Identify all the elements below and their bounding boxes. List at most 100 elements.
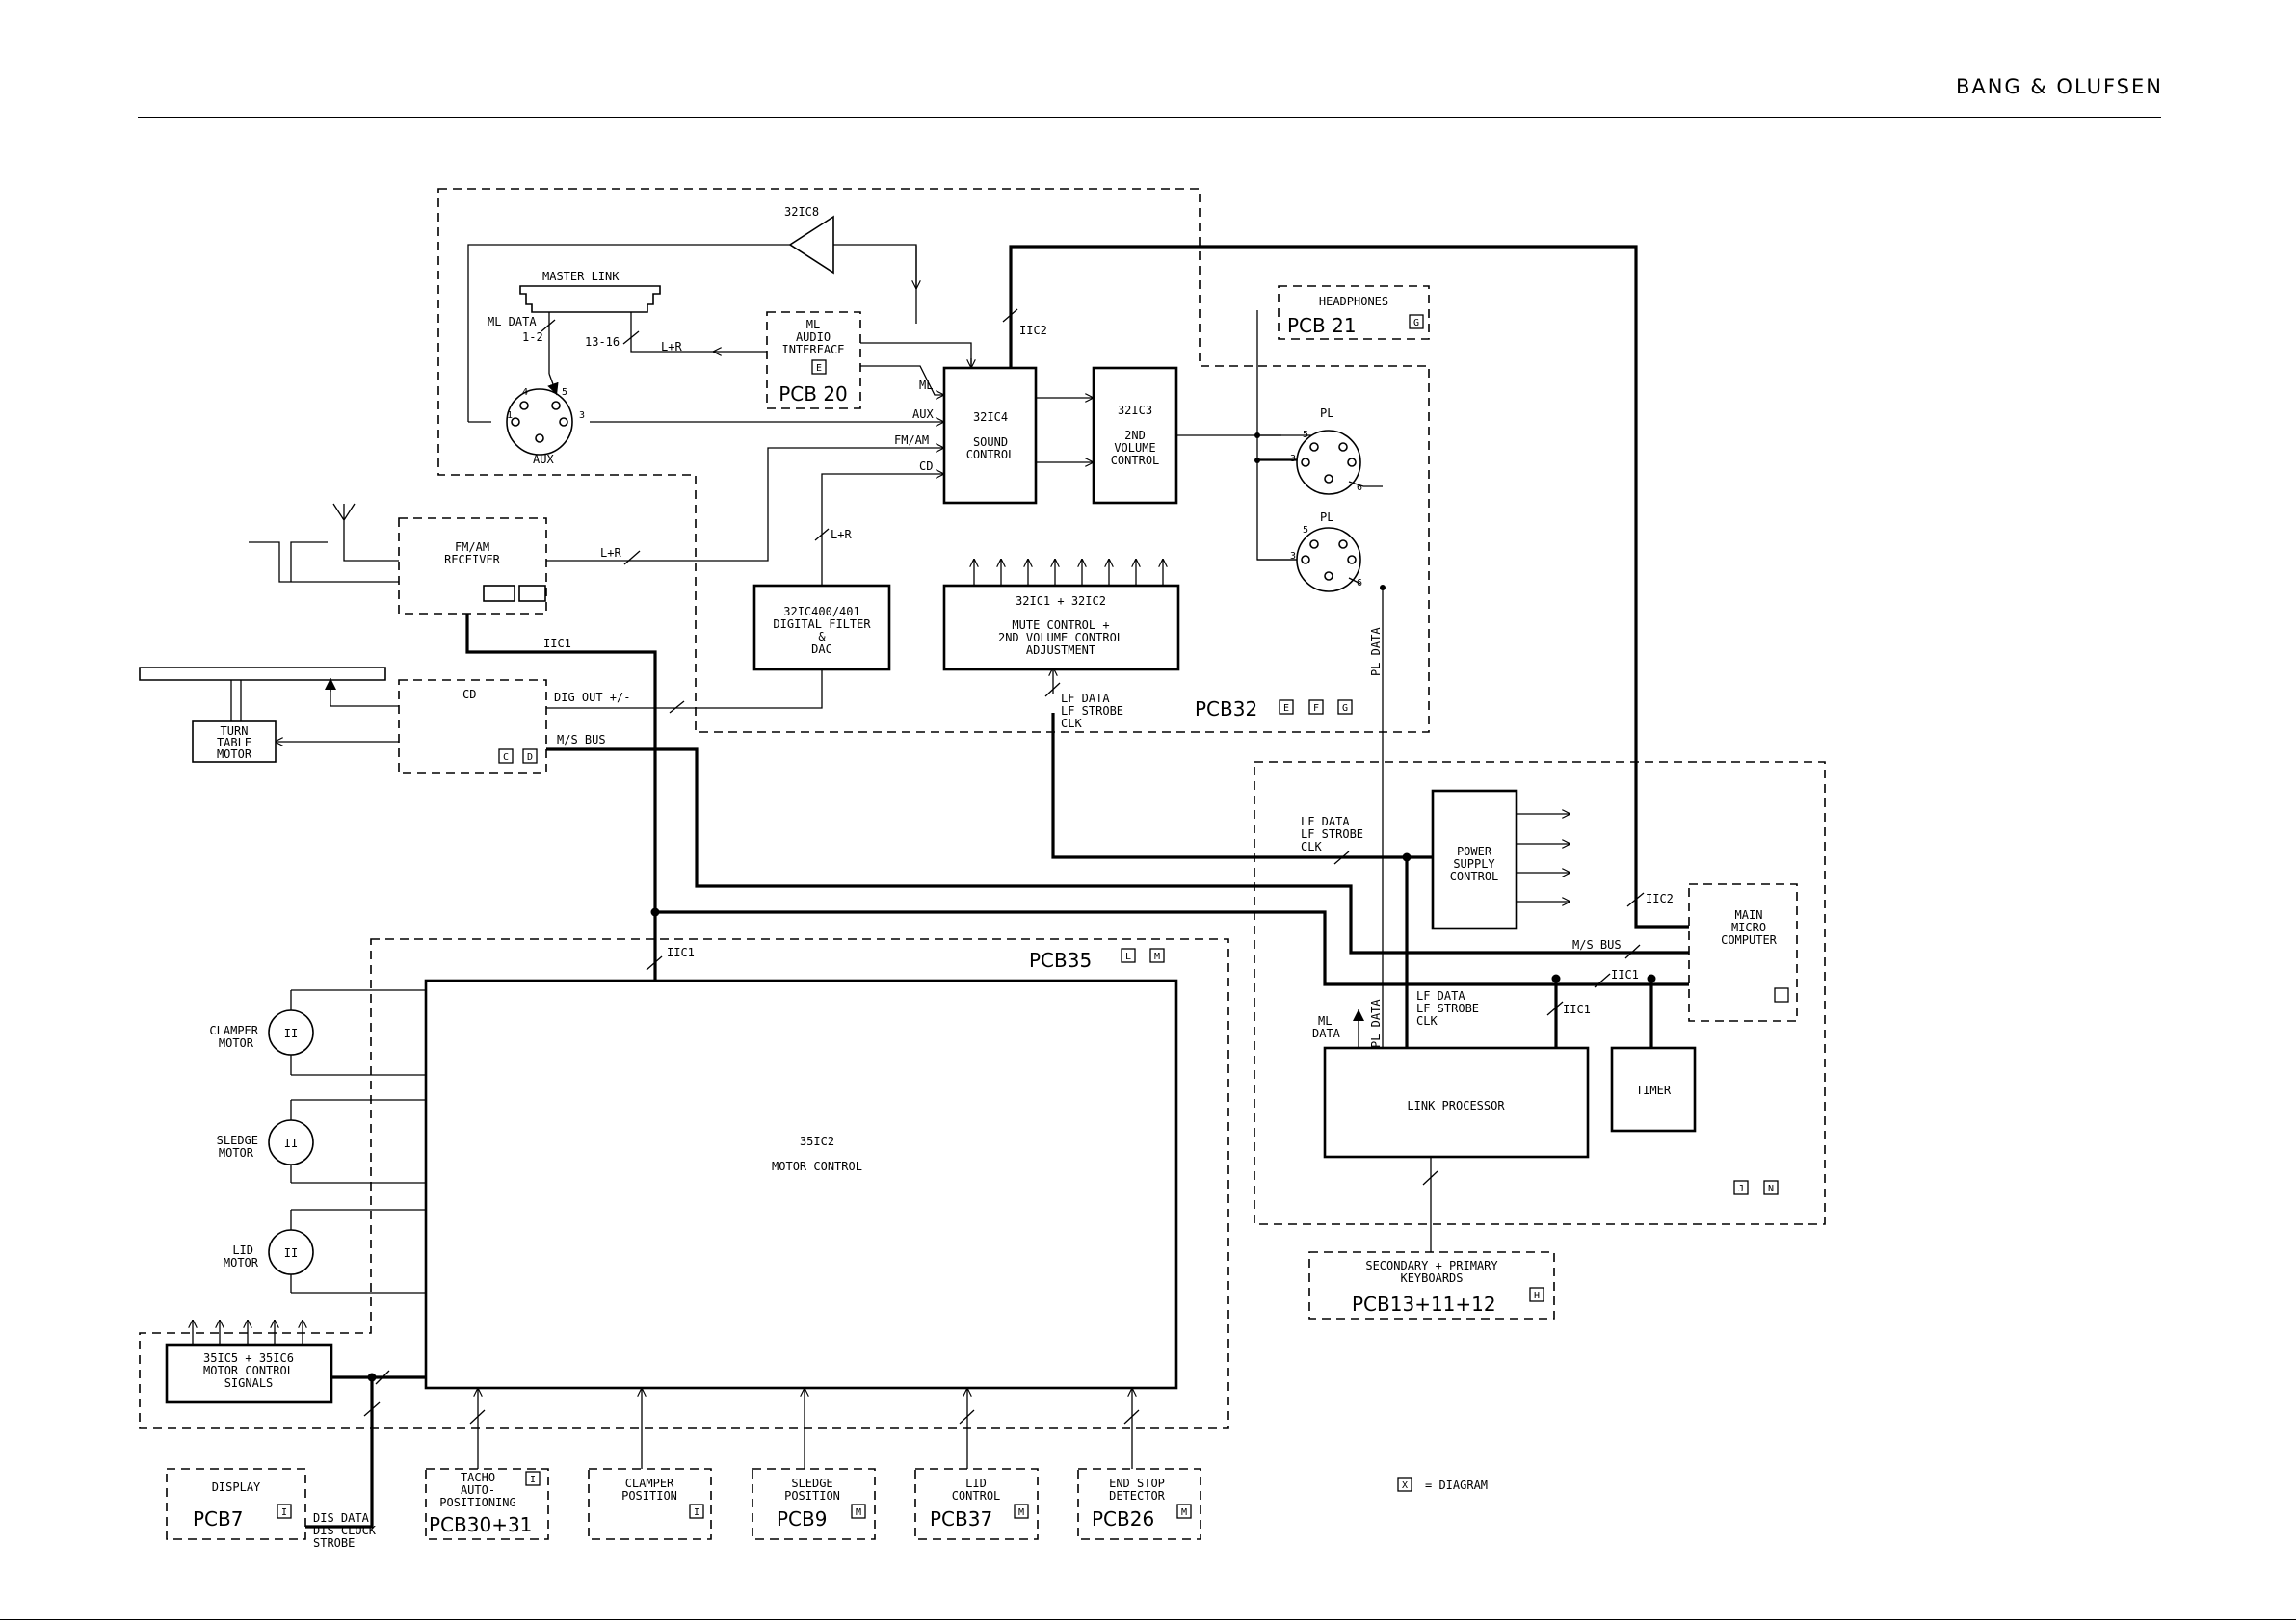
pcb20-box xyxy=(766,311,861,409)
timer-label: TIMER xyxy=(1636,1084,1672,1097)
mute-line-4: ADJUSTMENT xyxy=(1026,643,1095,657)
mute-control-block[interactable] xyxy=(942,584,1180,671)
turntable-platter xyxy=(139,667,386,681)
clamper-line-1: CLAMPER xyxy=(209,1024,258,1037)
pcb32-tag-g: G xyxy=(1342,703,1348,714)
dig-out-line xyxy=(546,669,823,709)
tacho-line-2: AUTO- xyxy=(461,1483,495,1497)
vol-to-pl xyxy=(1176,434,1315,561)
sledge-motor[interactable] xyxy=(268,1119,314,1165)
clamper-motor[interactable] xyxy=(268,1009,314,1056)
ml-audio-line-2: AUDIO xyxy=(796,330,831,344)
amp-feed xyxy=(860,342,972,368)
sound-control-line-1: 32IC4 xyxy=(973,410,1008,424)
fmam-input-label: FM/AM xyxy=(894,433,929,447)
clamper-position-module-box xyxy=(588,1468,712,1540)
end-stop-line-1: END STOP xyxy=(1109,1477,1165,1490)
sound-control-line-2: SOUND xyxy=(973,435,1008,449)
end-stop-pcb: PCB26 xyxy=(1092,1507,1154,1531)
dac-block[interactable] xyxy=(752,584,891,671)
left-area-labels: FM/AM RECEIVER L+R IIC1 CD C D DIG OUT +… xyxy=(217,540,631,763)
pl-socket-2[interactable] xyxy=(1296,527,1361,592)
motor-control-block[interactable] xyxy=(424,979,1178,1390)
tacho-line-1: TACHO xyxy=(461,1471,495,1484)
turntable-line-3: MOTOR xyxy=(217,747,252,761)
master-link-label: MASTER LINK xyxy=(542,270,620,283)
ml-input xyxy=(860,365,944,395)
tacho-line-3: POSITIONING xyxy=(439,1496,515,1509)
area-tag-n: N xyxy=(1768,1184,1774,1194)
volume-control-block[interactable] xyxy=(1092,366,1178,505)
lid-motor[interactable] xyxy=(268,1229,314,1275)
pcb35-area-outline xyxy=(139,938,1229,1429)
turntable-motor-block[interactable] xyxy=(192,720,277,763)
tacho-module-box xyxy=(425,1468,549,1540)
display-line-1: DISPLAY xyxy=(212,1480,261,1494)
signals-line-3: SIGNALS xyxy=(224,1376,274,1390)
turntable-line-2: TABLE xyxy=(217,736,251,749)
pins-1-2-label: 1-2 xyxy=(522,330,543,344)
ml-data-right-2: DATA xyxy=(1312,1027,1341,1040)
sledge-position-module-box xyxy=(752,1468,876,1540)
pcb35-area-labels: PCB35 L M IIC1 35IC2 MOTOR CONTROL CLAMP… xyxy=(203,946,1160,1390)
keyboards-line-2: KEYBOARDS xyxy=(1400,1271,1463,1285)
main-micro-box xyxy=(1688,883,1798,1022)
sledge-position-pcb: PCB9 xyxy=(777,1507,827,1531)
junction-dot xyxy=(1254,458,1260,463)
bottom-module-labels: DISPLAY PCB7 I TACHO AUTO- POSITIONING P… xyxy=(193,1471,1488,1550)
sledge-line-2: MOTOR xyxy=(219,1146,254,1160)
pl-socket-1[interactable] xyxy=(1296,430,1361,495)
iic2-bus xyxy=(1009,245,1689,929)
main-line-1: MAIN xyxy=(1735,908,1763,922)
lid-control-tag: M xyxy=(1018,1507,1024,1518)
keyboards-tag: H xyxy=(1534,1291,1540,1301)
mute-line-3: 2ND VOLUME CONTROL xyxy=(998,631,1123,644)
fm-subbox-2 xyxy=(518,585,546,602)
tag-squares xyxy=(277,314,1789,1519)
pcb21-tag: G xyxy=(1413,318,1419,328)
sledge-line-1: SLEDGE xyxy=(217,1134,258,1147)
dis-line-2: DIS CLOCK xyxy=(313,1524,377,1537)
bottom-module-arrows xyxy=(478,1388,1132,1469)
iic1-bus-label: IIC1 xyxy=(667,946,695,959)
junction-dot xyxy=(1647,974,1656,983)
ml-audio-line-1: ML xyxy=(806,318,820,331)
dac-line-1: 32IC400/401 xyxy=(783,605,859,618)
display-module-box xyxy=(166,1468,306,1540)
lf-b-line-3: CLK xyxy=(1416,1014,1438,1028)
signals-block[interactable] xyxy=(165,1343,333,1404)
cd-box xyxy=(398,679,547,774)
power-line-1: POWER xyxy=(1457,845,1492,858)
ml-data-label: ML DATA xyxy=(488,315,537,328)
iic1-bus-horizontal xyxy=(655,910,1689,986)
aux-socket[interactable] xyxy=(506,388,573,456)
footer-rule xyxy=(0,1619,2296,1620)
lid-control-pcb: PCB37 xyxy=(930,1507,992,1531)
pcb21-label: PCB 21 xyxy=(1287,314,1357,337)
lid-control-line-1: LID xyxy=(965,1477,987,1490)
pl1-pin-6: 6 xyxy=(1357,483,1362,493)
turntable-line-1: TURN xyxy=(221,724,249,738)
pl-data-label: PL DATA xyxy=(1369,627,1383,676)
iic1-mid-label: IIC1 xyxy=(1563,1003,1591,1016)
dis-line-3: STROBE xyxy=(313,1536,355,1550)
link-processor-block[interactable] xyxy=(1323,1046,1590,1159)
sound-control-block[interactable] xyxy=(942,366,1038,505)
pcb21-box xyxy=(1278,285,1430,340)
dis-bus xyxy=(305,1377,374,1529)
pcb32-label: PCB32 xyxy=(1195,697,1257,720)
junction-dot xyxy=(1551,974,1561,983)
junction-dot xyxy=(1402,852,1412,862)
lf-line-1: LF DATA xyxy=(1061,692,1110,705)
power-supply-block[interactable] xyxy=(1431,789,1518,930)
timer-block[interactable] xyxy=(1610,1046,1697,1133)
lid-line-1: LID xyxy=(232,1243,253,1257)
ml-data-right-1: ML xyxy=(1318,1014,1332,1028)
clamper-position-line-1: CLAMPER xyxy=(625,1477,674,1490)
lr-label-1: L+R xyxy=(661,340,682,353)
master-link-connector[interactable] xyxy=(519,285,661,313)
pcb-keyboards-label: PCB13+11+12 xyxy=(1352,1293,1496,1316)
sledge-position-tag: M xyxy=(856,1507,861,1518)
pl1-pin-3: 3 xyxy=(1290,454,1296,464)
volume-line-4: CONTROL xyxy=(1111,454,1160,467)
